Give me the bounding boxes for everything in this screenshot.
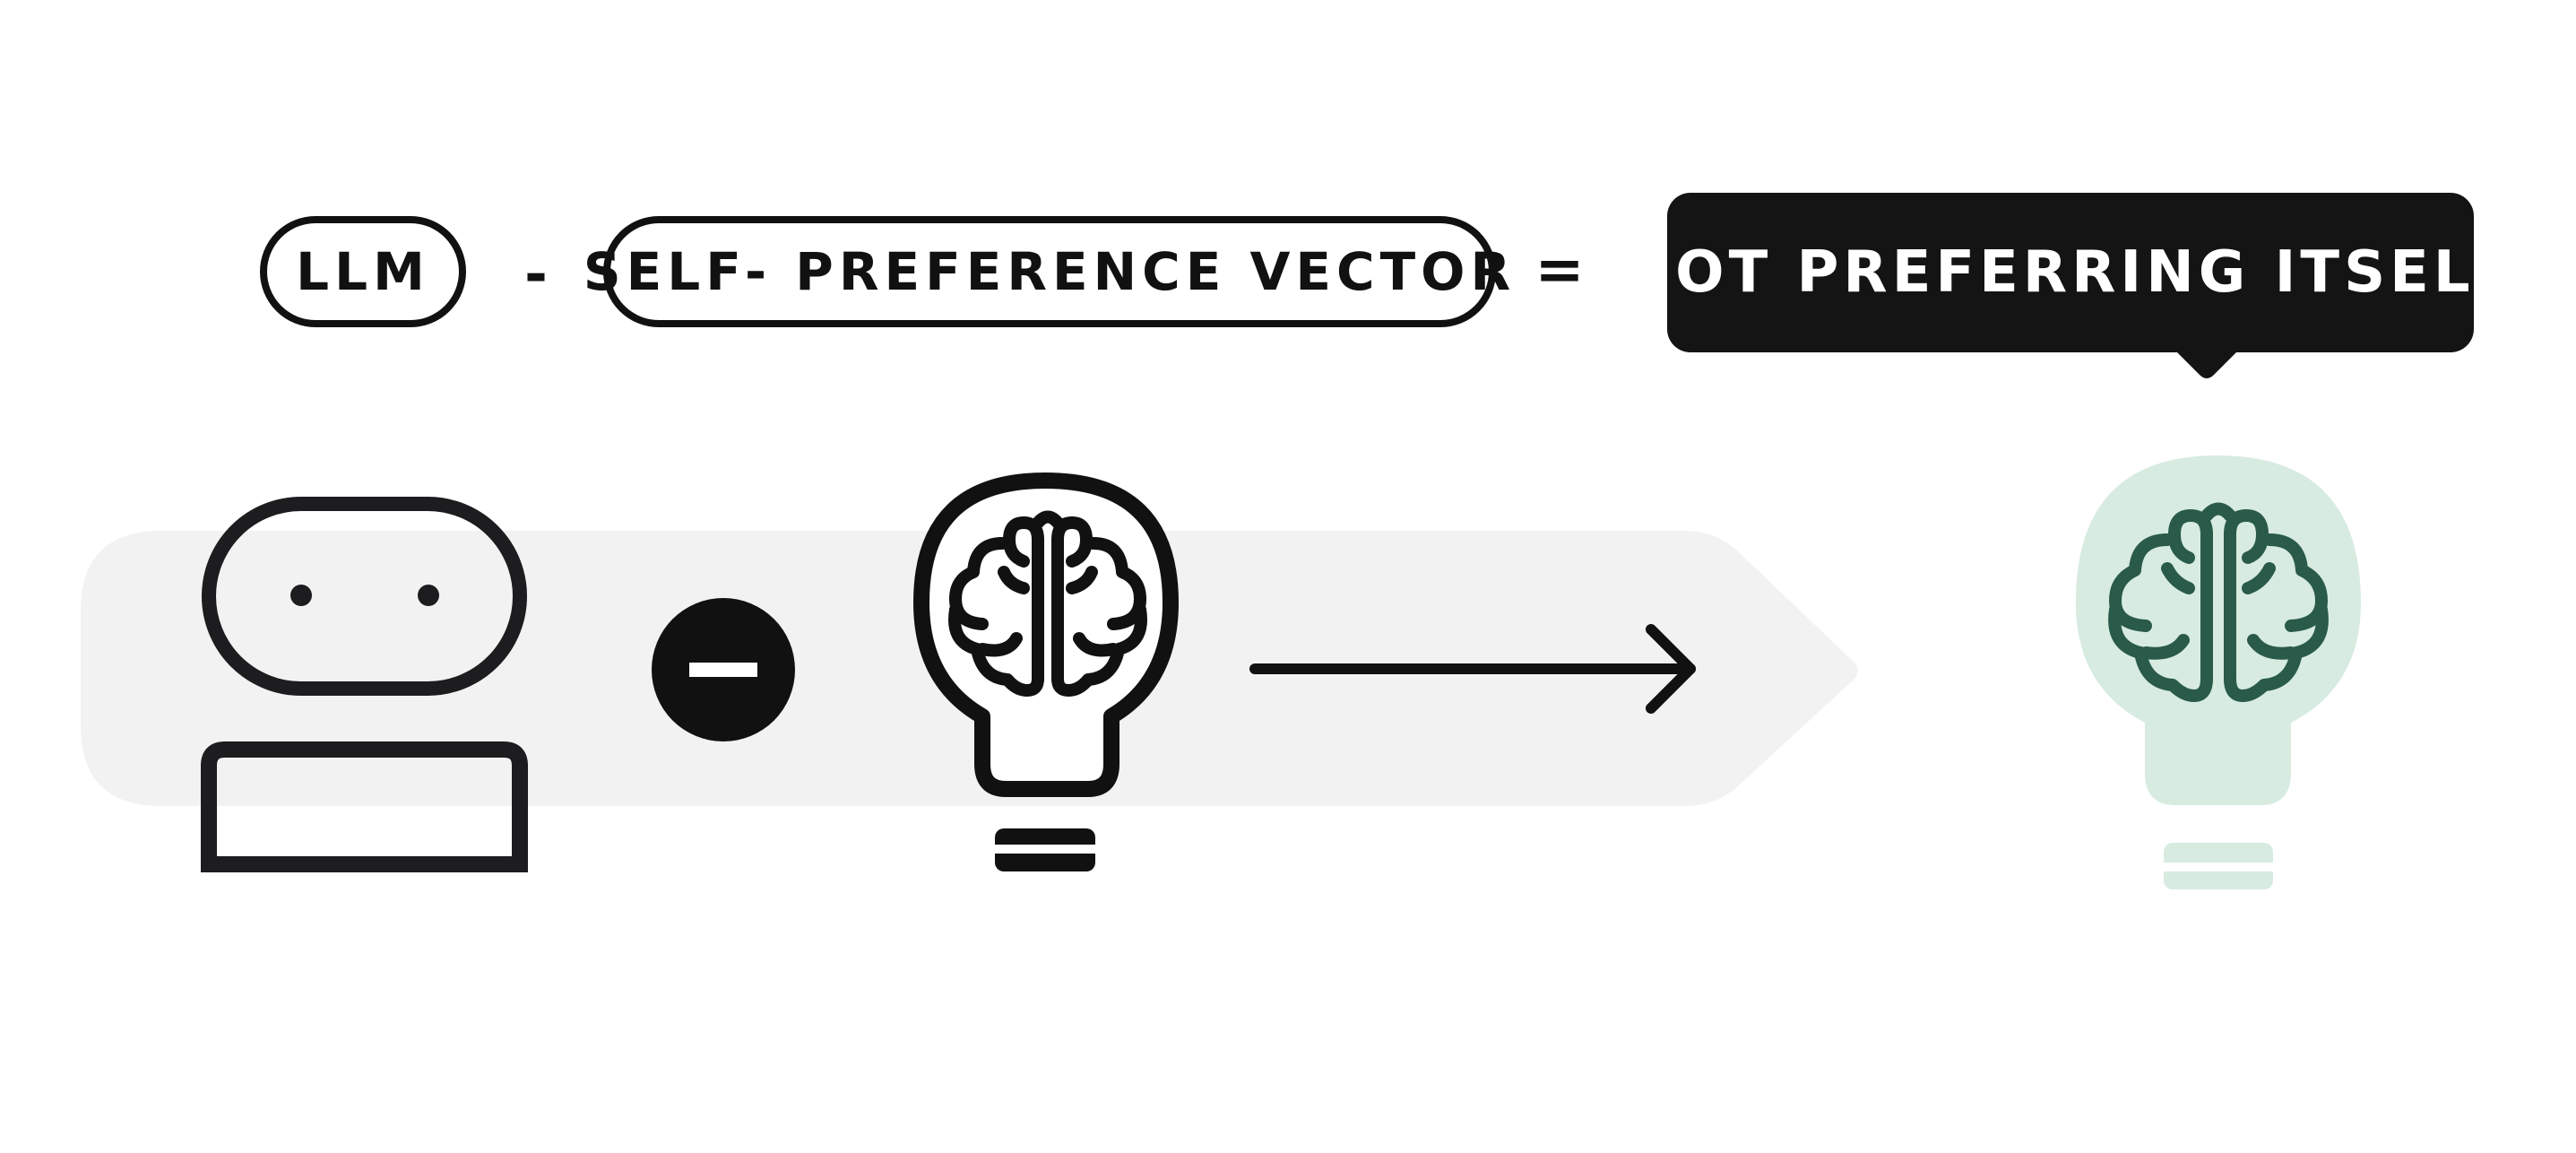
result-callout: NOT PREFERRING ITSELF (1623, 193, 2513, 352)
minus-circle-icon (652, 598, 795, 741)
equals-operator: = (1534, 235, 1585, 304)
self-preference-vector-pill: SELF- PREFERENCE VECTOR (583, 216, 1510, 327)
green-brain-lightbulb-icon (2076, 455, 2361, 889)
result-pointer (2171, 346, 2243, 378)
result-callout-label: NOT PREFERRING ITSELF (1622, 239, 2519, 306)
self-preference-vector-label: SELF- PREFERENCE VECTOR (583, 241, 1517, 302)
llm-term-pill: LLM (260, 216, 466, 327)
brain-lightbulb-icon (913, 472, 1179, 871)
llm-term-label: LLM (296, 241, 430, 302)
arrow-right-icon (1249, 624, 1696, 714)
robot-icon (201, 497, 528, 872)
minus-operator: - (524, 241, 548, 307)
